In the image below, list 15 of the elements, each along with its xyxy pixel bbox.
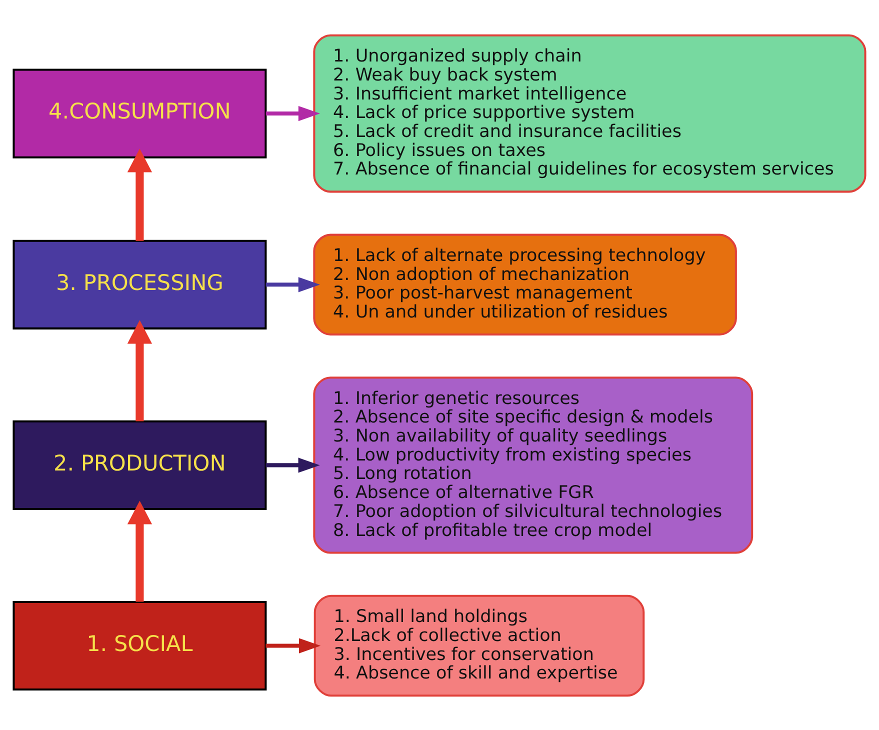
arrow [127,500,152,602]
node-box: 2. PRODUCTION [12,420,267,510]
arrow [266,105,320,121]
arrow [266,638,321,653]
node-box: 1. SOCIAL [12,600,267,690]
node-box: 1. Small land holdings 2.Lack of collective action 3. Incentives for conservation 4. Absence of skill and expertise [314,594,645,696]
arrow [266,457,320,472]
node-box: 3. PROCESSING [12,239,267,329]
arrow [127,148,152,240]
node-box: 1. Lack of alternate processing technology 2. Non adoption of mechanization 3. Poor post-harvest management 4. Un and under utilization of residues [313,233,737,336]
node-box: 1. Unorganized supply chain 2. Weak buy back system 3. Insufficient market intelligence 4. Lack of price supportive system 5. Lack of credit and insurance facilities 6. Policy issues on taxes 7. Absence of financial guidelines for ecosystem services [313,34,866,192]
arrow [266,276,320,292]
node-box: 4.CONSUMPTION [12,68,267,158]
node-box: 1. Inferior genetic resources 2. Absence of site specific design & models 3. Non availability of quality seedlings 4. Low productivity from existing species 5. Long rotation 6. Absence of alternative FGR 7. Poor adoption of silvicultural technologies 8. Lack of profitable tree crop model [313,376,754,554]
arrow [127,320,152,421]
